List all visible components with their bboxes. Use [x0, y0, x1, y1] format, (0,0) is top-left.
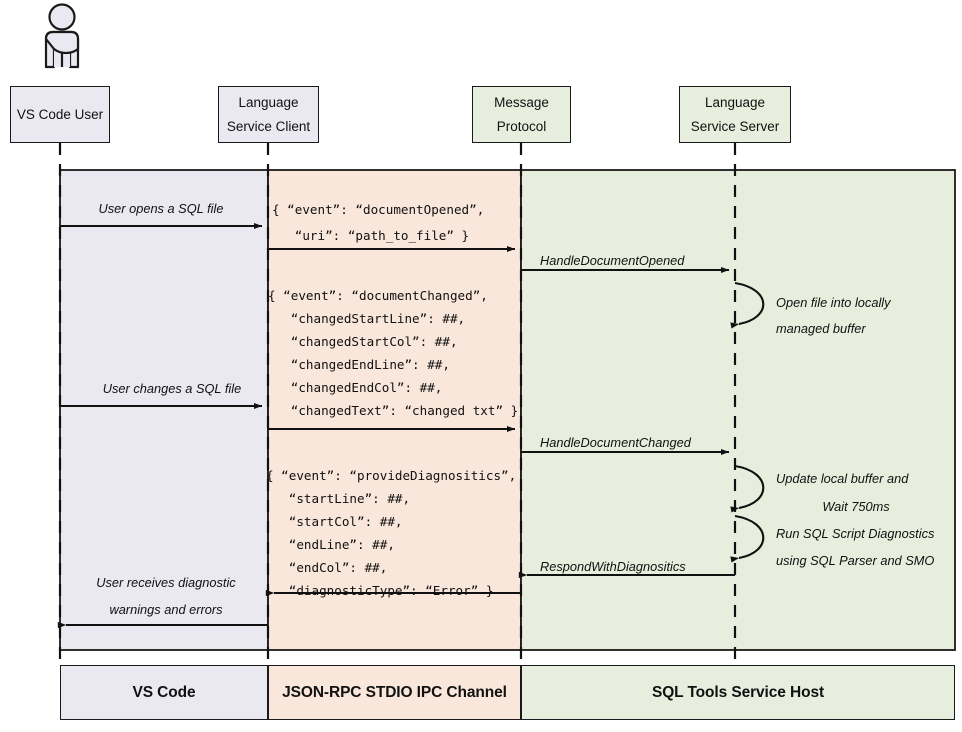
lifeline-label-vscode-user: VS Code User: [16, 106, 104, 122]
lifeline-label-message-protocol-line2: Protocol: [496, 118, 547, 134]
message-label-user-receives-line2: warnings and errors: [109, 602, 223, 617]
lifeline-label-language-service-server-line2: Service Server: [690, 118, 780, 134]
self-loop-run-diagnostics: [730, 514, 765, 563]
message-label-user-changes: User changes a SQL file: [102, 381, 242, 396]
footer-cell-sql-tools-service-host[interactable]: SQL Tools Service Host: [521, 665, 955, 720]
user-actor-icon: [44, 3, 80, 69]
note-run-diagnostics-line2: using SQL Parser and SMO: [776, 553, 935, 568]
note-update-buffer-line1: Update local buffer and: [776, 471, 909, 486]
lifeline-head-language-service-server[interactable]: Language Service Server: [679, 86, 791, 143]
self-loop-update-buffer: [730, 464, 765, 513]
lifeline-label-language-service-client-line2: Service Client: [226, 118, 311, 134]
footer-label-sql-tools-service-host: SQL Tools Service Host: [651, 683, 825, 701]
lifeline-head-message-protocol[interactable]: Message Protocol: [472, 86, 571, 143]
message-label-user-opens: User opens a SQL file: [98, 201, 224, 216]
lifeline-label-language-service-client-line1: Language: [238, 94, 299, 110]
footer-label-vs-code: VS Code: [132, 683, 196, 701]
note-open-file-line1: Open file into locally: [776, 295, 891, 310]
self-loop-open-file: [730, 281, 765, 329]
message-label-handle-document-opened: HandleDocumentOpened: [540, 253, 685, 268]
message-label-handle-document-changed: HandleDocumentChanged: [540, 435, 691, 450]
note-update-buffer-line2: Wait 750ms: [822, 499, 890, 514]
footer-cell-json-rpc-stdio-ipc-channel[interactable]: JSON-RPC STDIO IPC Channel: [268, 665, 521, 720]
lifeline-head-language-service-client[interactable]: Language Service Client: [218, 86, 319, 143]
message-label-user-receives-line1: User receives diagnostic: [96, 575, 236, 590]
band-vs-code: [59, 169, 269, 651]
lifeline-head-vscode-user[interactable]: VS Code User: [10, 86, 110, 143]
lifeline-label-language-service-server-line1: Language: [704, 94, 766, 110]
message-label-respond-with-diagnositics: RespondWithDiagnositics: [540, 559, 686, 574]
message-arrows: [57, 222, 735, 629]
self-loop-arrows: [730, 281, 765, 563]
lifeline-label-message-protocol-line1: Message: [494, 94, 549, 110]
footer-label-json-rpc-stdio-ipc-channel: JSON-RPC STDIO IPC Channel: [282, 683, 507, 701]
footer-cell-vs-code[interactable]: VS Code: [60, 665, 268, 720]
note-run-diagnostics-line1: Run SQL Script Diagnostics: [776, 526, 935, 541]
band-service-host: [520, 169, 956, 651]
note-open-file-line2: managed buffer: [776, 321, 866, 336]
